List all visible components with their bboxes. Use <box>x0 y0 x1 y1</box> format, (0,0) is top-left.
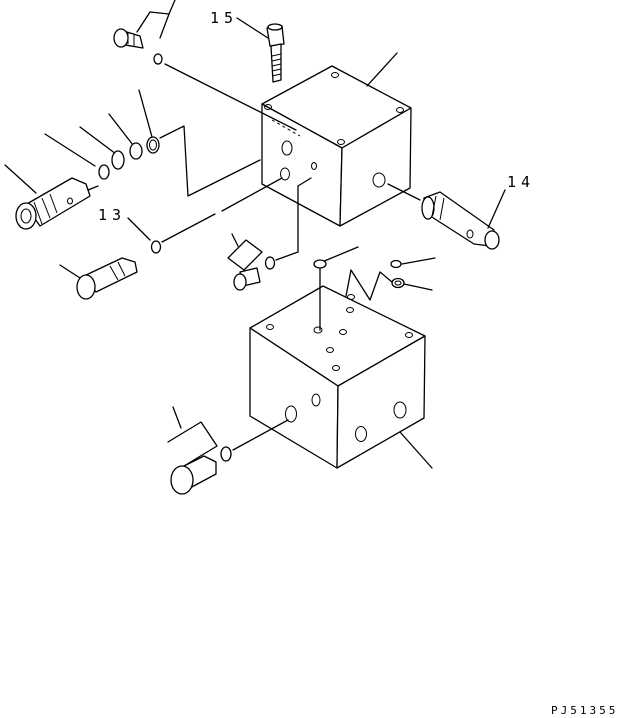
lower-o-rings <box>313 246 436 331</box>
callout-15: 15 <box>210 9 238 27</box>
lower-block-leader <box>399 431 433 469</box>
upper-block-leader <box>366 52 398 87</box>
left-cartridge-assembly <box>4 89 261 230</box>
callout-13: 13 <box>98 206 126 224</box>
cartridge-14-assembly <box>387 183 506 250</box>
callout-14: 14 <box>507 173 535 191</box>
lower-valve-block <box>249 285 426 469</box>
plug-13-assembly <box>59 177 283 300</box>
top-plug-assembly <box>113 0 297 131</box>
drawing-code: PJ51355 <box>551 704 618 717</box>
upper-valve-block <box>261 65 412 227</box>
lower-bracket-plug <box>167 406 289 495</box>
bolt-15 <box>236 17 285 83</box>
middle-bracket-plug <box>227 177 312 291</box>
